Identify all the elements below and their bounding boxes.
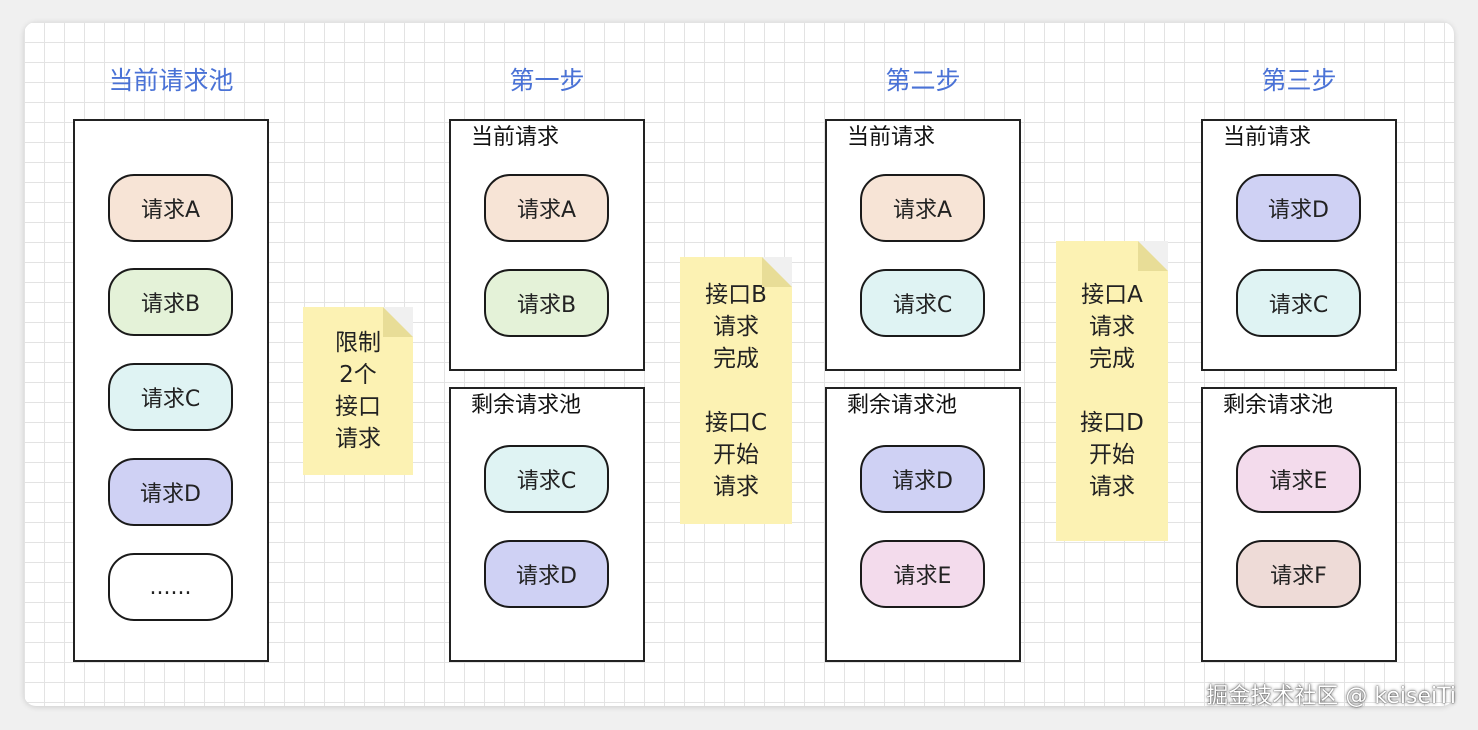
step2-remaining-label: 剩余请求池 (847, 393, 958, 418)
note-fold-icon (383, 307, 413, 337)
note-line: 请求 (1089, 314, 1135, 340)
title-step-2: 第二步 (885, 66, 961, 95)
step3-current-request-c: 请求C (1236, 269, 1361, 337)
title-step-1: 第一步 (509, 66, 585, 95)
note-line: 请求 (713, 473, 759, 500)
step2-current-request-a: 请求A (860, 174, 985, 242)
note-fold-icon (1138, 241, 1168, 271)
step1-remaining-label: 剩余请求池 (471, 393, 582, 418)
pool-request-d: 请求D (108, 458, 233, 526)
step3-current-request-d: 请求D (1236, 174, 1361, 242)
note-line: 限制 (335, 330, 381, 356)
step1-current-label: 当前请求 (471, 125, 560, 150)
step1-remaining-box: 剩余请求池 (449, 387, 645, 662)
pool-request-more: ...... (108, 553, 233, 621)
step2-current-request-c: 请求C (860, 269, 985, 337)
note-line: 2个 (339, 362, 377, 388)
title-step-3: 第三步 (1261, 66, 1337, 95)
pool-request-a: 请求A (108, 174, 233, 242)
step1-remaining-request-c: 请求C (484, 445, 609, 513)
note-step2-to-step3: 接口A 请求 完成 接口D 开始 请求 (1056, 241, 1168, 541)
step3-remaining-request-e: 请求E (1236, 445, 1361, 513)
note-limit: 限制 2个 接口 请求 (303, 307, 413, 475)
note-line: 完成 (713, 345, 759, 372)
note-line: 请求 (713, 313, 759, 340)
step3-current-label: 当前请求 (1223, 125, 1312, 150)
note-line: 接口C (704, 409, 768, 436)
title-request-pool: 当前请求池 (108, 66, 234, 95)
note-fold-icon (762, 257, 792, 287)
note-line: 请求 (1089, 474, 1135, 500)
step1-current-request-a: 请求A (484, 174, 609, 242)
step3-remaining-request-f: 请求F (1236, 540, 1361, 608)
note-line: 请求 (335, 426, 381, 452)
note-line: 接口B (705, 281, 767, 308)
note-line: 完成 (1089, 346, 1135, 372)
step2-remaining-request-e: 请求E (860, 540, 985, 608)
step2-current-label: 当前请求 (847, 125, 936, 150)
step2-remaining-box: 剩余请求池 (825, 387, 1021, 662)
note-line: 开始 (1089, 442, 1135, 468)
note-line: 接口 (335, 394, 381, 420)
note-step1-to-step2: 接口B 请求 完成 接口C 开始 请求 (680, 257, 792, 524)
note-line: 接口D (1080, 410, 1144, 436)
step3-remaining-label: 剩余请求池 (1223, 393, 1334, 418)
step1-remaining-request-d: 请求D (484, 540, 609, 608)
note-line: 接口A (1081, 282, 1143, 308)
watermark: 掘金技术社区 @ keiseiTi (1206, 684, 1456, 709)
step1-current-request-b: 请求B (484, 269, 609, 337)
step3-remaining-box: 剩余请求池 (1201, 387, 1397, 662)
note-line: 开始 (713, 441, 759, 468)
step2-remaining-request-d: 请求D (860, 445, 985, 513)
pool-request-b: 请求B (108, 268, 233, 336)
pool-request-c: 请求C (108, 363, 233, 431)
